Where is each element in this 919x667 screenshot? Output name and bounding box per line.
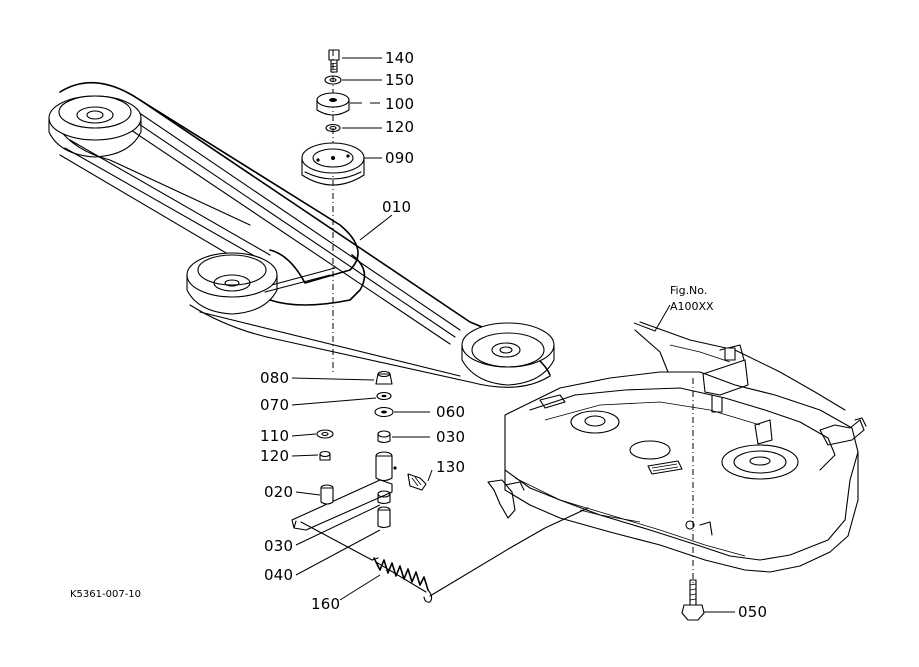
label-040: 040 [264,566,293,584]
fig-code-label: A100XX [670,300,714,313]
label-030-lower: 030 [264,537,293,555]
drawing-code: K5361-007-10 [70,589,141,600]
label-070: 070 [260,396,289,414]
label-030-upper: 030 [436,428,465,446]
bushing-060 [374,406,394,418]
washer-070 [376,391,392,401]
label-050: 050 [738,603,767,621]
deck-label-plate [647,460,683,475]
idler-pulley-090 [301,142,365,186]
bushing-040 [377,506,391,529]
label-120-lower: 120 [260,447,289,465]
label-080: 080 [260,369,289,387]
spacer-100 [316,92,350,116]
label-120-top: 120 [385,118,414,136]
label-110: 110 [260,427,289,445]
bushing-030-lower [377,490,391,505]
bolt-130 [407,473,427,491]
right-deck-pulley [461,322,555,386]
bolt-050 [681,579,705,621]
bushing-030-upper [377,430,391,444]
washer-150 [324,75,342,85]
label-020: 020 [264,483,293,501]
bolt-140 [328,49,340,73]
label-100: 100 [385,95,414,113]
bushing-120-top [325,123,341,133]
figure-reference: Fig.No. A100XX [633,284,714,332]
left-deck-pulley [48,95,142,158]
bushing-120-lower [319,450,331,461]
washer-110 [316,429,334,439]
label-090: 090 [385,149,414,167]
label-060: 060 [436,403,465,421]
label-140: 140 [385,49,414,67]
mower-deck [487,321,867,573]
tension-arm-020 [291,451,397,531]
fig-no-label: Fig.No. [670,284,707,297]
label-130: 130 [436,458,465,476]
leader-lines [291,57,735,613]
label-160: 160 [311,595,340,613]
nut-080 [375,370,393,385]
tension-spring-160 [300,507,589,603]
label-150: 150 [385,71,414,89]
label-010: 010 [382,198,411,216]
center-deck-pulley [186,252,278,315]
part-labels: 140 150 100 120 090 010 080 070 060 110 … [260,49,767,621]
v-belt [52,81,551,388]
